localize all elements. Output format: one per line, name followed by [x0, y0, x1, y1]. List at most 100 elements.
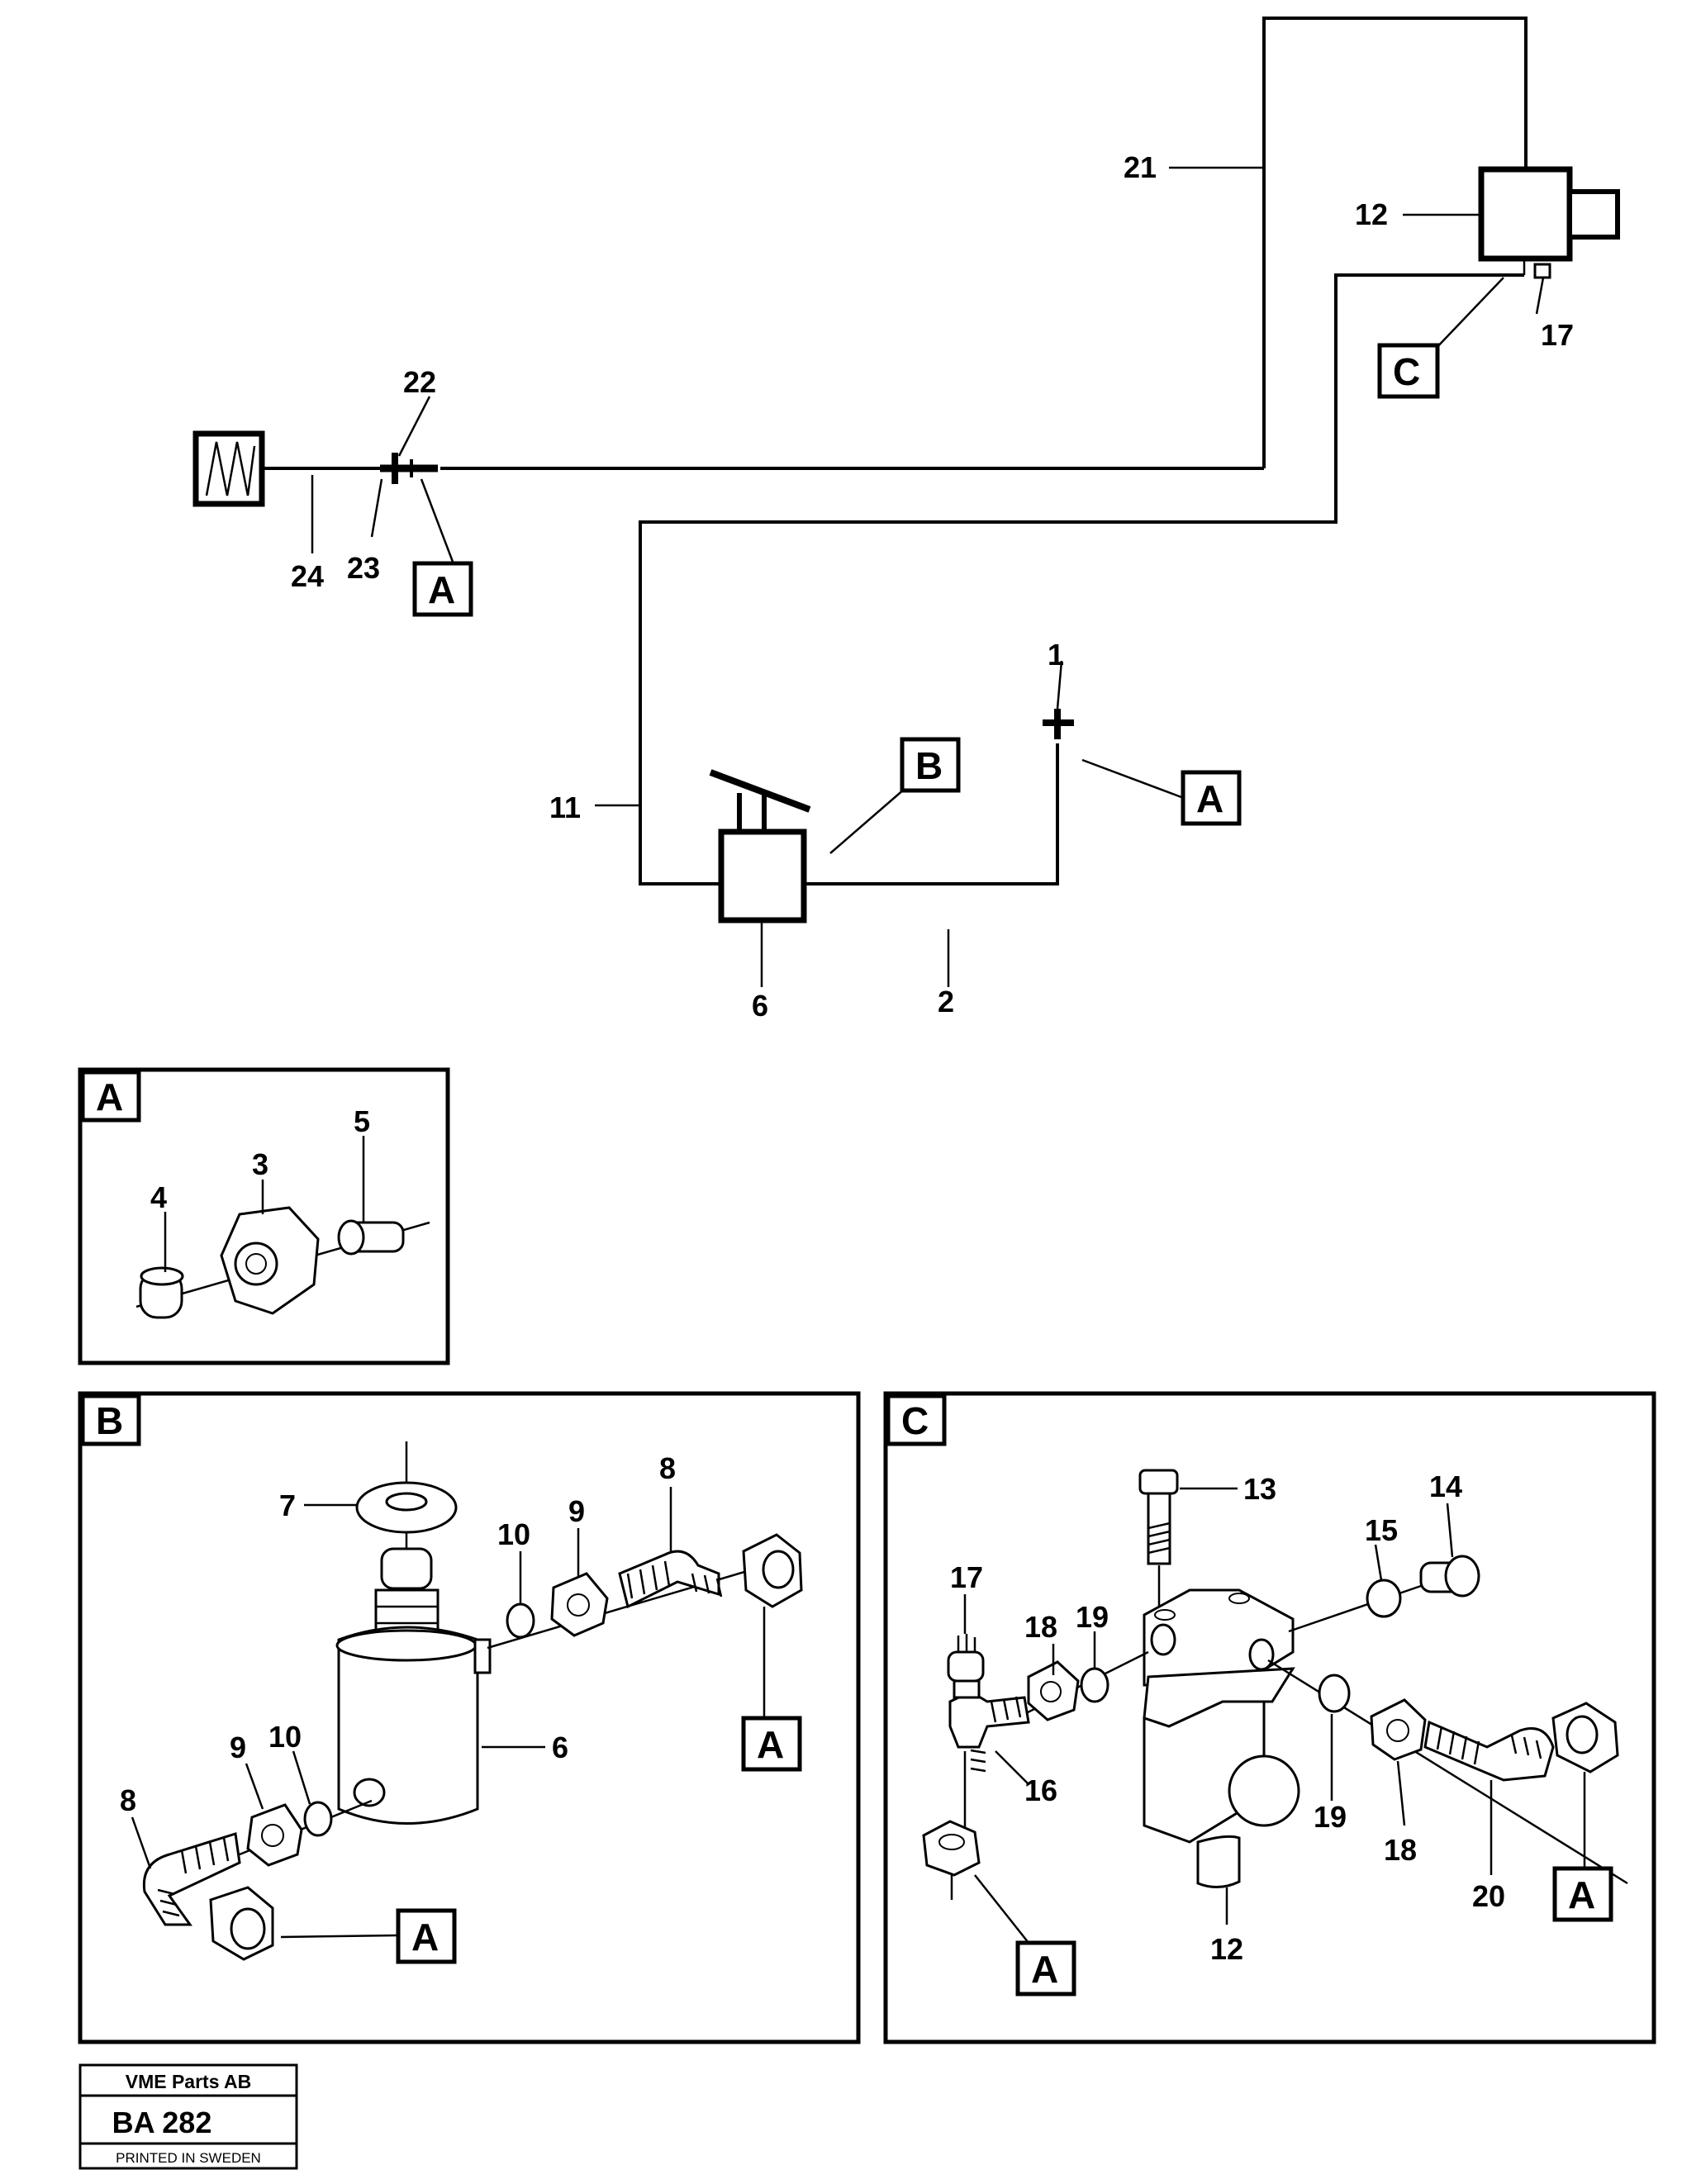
locknut-7: [355, 1481, 458, 1534]
svg-text:A: A: [757, 1723, 784, 1766]
svg-text:A: A: [411, 1916, 439, 1958]
schematic-callouts: 21 12 17 22 24 23 1 11 6 2: [291, 150, 1574, 1023]
callout-22: 22: [403, 365, 436, 399]
washer-10-upper: [506, 1602, 535, 1639]
sensor-17: [947, 1634, 985, 1699]
callout-5: 5: [354, 1104, 370, 1138]
svg-text:A: A: [96, 1075, 123, 1118]
detail-a: A 4 3 5: [78, 1067, 450, 1365]
tag-a-right: A: [1181, 770, 1242, 826]
callout-19-left: 19: [1076, 1600, 1109, 1634]
callout-24: 24: [291, 559, 324, 593]
nut-3: [220, 1206, 320, 1315]
tag-a-left: A: [412, 561, 473, 617]
tag-b-top: B: [900, 737, 961, 793]
nut-upper-right: [742, 1533, 803, 1608]
callout-21: 21: [1124, 150, 1157, 184]
title-block-company: VME Parts AB: [126, 2071, 252, 2092]
washer-15: [1366, 1579, 1402, 1618]
title-block-code: BA 282: [112, 2106, 212, 2139]
svg-text:A: A: [1031, 1948, 1058, 1991]
svg-text:A: A: [1196, 777, 1223, 820]
callout-2: 2: [938, 985, 954, 1018]
detail-b: B: [78, 1391, 861, 2044]
elbow-20: [1423, 1720, 1555, 1782]
callout-16: 16: [1024, 1773, 1057, 1807]
valve-12-symbol: [1478, 166, 1620, 279]
callout-17: 17: [1541, 318, 1574, 352]
callout-18-right: 18: [1384, 1833, 1417, 1867]
washer-19-left: [1080, 1667, 1109, 1703]
detail-a-tag: A: [80, 1070, 141, 1123]
nipple-5: [337, 1219, 405, 1256]
callout-10-lower: 10: [268, 1720, 302, 1754]
callout-18-left: 18: [1024, 1610, 1057, 1644]
detail-b-tag-a-right: A: [741, 1716, 802, 1772]
line-21: [1262, 17, 1528, 468]
line-11: [639, 273, 1524, 885]
callout-12-detail: 12: [1210, 1932, 1243, 1966]
callout-9-lower: 9: [230, 1731, 246, 1764]
connector-1: [1043, 709, 1074, 739]
callout-6-detail: 6: [552, 1731, 568, 1764]
elbow-8-upper: [618, 1550, 723, 1609]
leader-lines: [311, 166, 1545, 987]
washer-10-lower: [303, 1801, 333, 1837]
callout-20: 20: [1472, 1879, 1505, 1913]
callout-23: 23: [347, 551, 380, 585]
detail-c-tag-a-right: A: [1552, 1866, 1613, 1922]
callout-6: 6: [752, 989, 768, 1023]
detail-c-tag: C: [886, 1393, 947, 1446]
nut-18-right: [1370, 1698, 1427, 1761]
svg-text:B: B: [915, 744, 943, 787]
detail-c-frame: [883, 1391, 1656, 2044]
detail-c-tag-a-lower: A: [1015, 1940, 1076, 1996]
detail-b-frame: [78, 1391, 861, 2044]
callout-15: 15: [1365, 1513, 1398, 1547]
callout-10-upper: 10: [497, 1517, 530, 1551]
bolt-13: [1138, 1469, 1179, 1565]
title-block-printed: PRINTED IN SWEDEN: [116, 2150, 261, 2166]
callout-3: 3: [252, 1147, 268, 1181]
svg-text:C: C: [901, 1399, 929, 1442]
callout-7: 7: [279, 1488, 296, 1522]
valve-body-12: [1143, 1588, 1300, 1888]
nut-9-lower: [246, 1803, 303, 1867]
detail-b-tag: B: [80, 1393, 141, 1446]
tag-c-top: C: [1377, 343, 1440, 399]
detail-c: C: [883, 1391, 1656, 2044]
reservoir-symbol: [192, 430, 265, 507]
detail-a-frame: [78, 1067, 450, 1365]
callout-9-upper: 9: [568, 1494, 585, 1528]
svg-text:A: A: [428, 568, 455, 611]
nut-18-left: [1027, 1660, 1080, 1721]
connector-22: [380, 453, 438, 484]
callout-12: 12: [1355, 197, 1388, 231]
nut-lower-c: [922, 1820, 981, 1877]
washer-19-right: [1318, 1674, 1351, 1713]
callout-19-right: 19: [1314, 1800, 1347, 1834]
svg-text:B: B: [96, 1399, 123, 1442]
callout-8-lower: 8: [120, 1783, 136, 1817]
callout-1: 1: [1048, 638, 1064, 672]
tee-16: [948, 1690, 1030, 1773]
svg-text:C: C: [1393, 350, 1420, 393]
valve-body-6: [335, 1626, 492, 1825]
callout-11: 11: [549, 791, 581, 824]
title-block: VME Parts AB BA 282 PRINTED IN SWEDEN: [78, 2063, 298, 2170]
sleeve-4: [139, 1266, 184, 1319]
callout-8-upper: 8: [659, 1451, 676, 1485]
nut-lower-left: [209, 1886, 274, 1961]
line-2: [804, 743, 1059, 885]
plug-14: [1419, 1555, 1480, 1598]
callout-13: 13: [1243, 1472, 1276, 1506]
elbow-8-lower: [142, 1832, 241, 1926]
callout-14: 14: [1429, 1469, 1462, 1503]
svg-text:A: A: [1568, 1873, 1595, 1916]
callout-4: 4: [150, 1180, 167, 1214]
nut-right-c: [1551, 1702, 1619, 1773]
callout-17-detail: 17: [950, 1560, 983, 1594]
detail-b-tag-a-lower: A: [396, 1908, 457, 1964]
pedal-valve-6-symbol: [709, 769, 811, 923]
schematic-tags: C A B A: [412, 343, 1440, 826]
